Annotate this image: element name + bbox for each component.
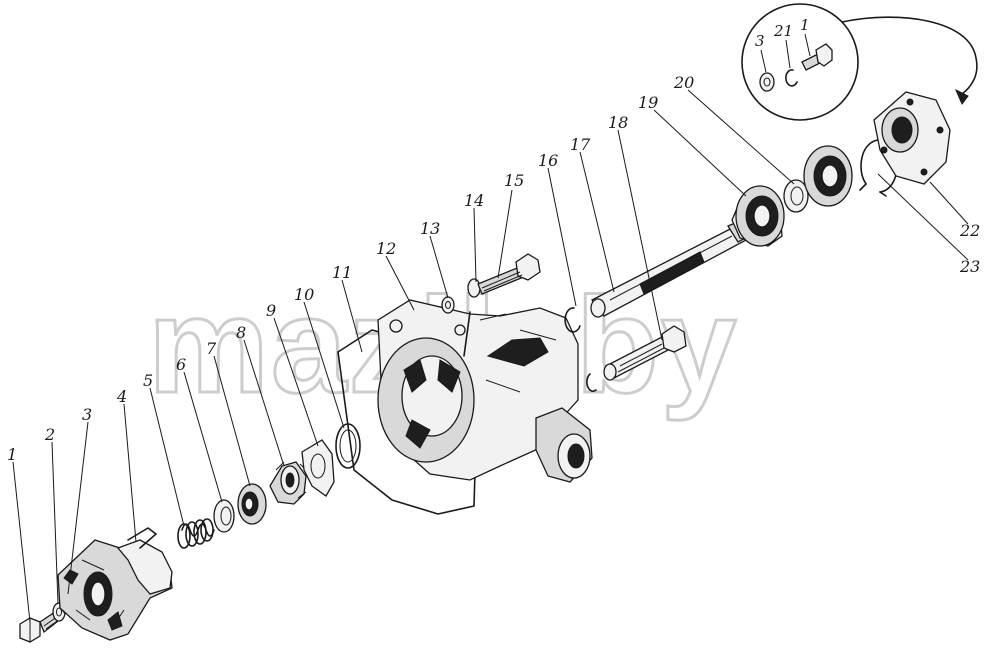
label-12: 12 xyxy=(376,239,396,258)
label-5: 5 xyxy=(143,371,153,390)
inset-detail xyxy=(741,3,978,121)
part-12-pump-housing xyxy=(377,299,593,483)
part-7-seal xyxy=(237,483,267,525)
part-20-spacer xyxy=(783,179,809,213)
inset-lockwasher-21 xyxy=(785,69,798,87)
part-labels: 1 2 3 4 5 6 7 8 9 10 11 12 13 14 15 16 1… xyxy=(7,16,980,464)
label-15: 15 xyxy=(504,171,524,190)
inset-washer-3 xyxy=(759,72,775,92)
label-17: 17 xyxy=(570,135,591,154)
inset-label-1: 1 xyxy=(800,16,810,34)
part-18-long-bolt xyxy=(603,325,687,381)
label-16: 16 xyxy=(538,151,558,170)
inset-label-3: 3 xyxy=(755,32,765,50)
label-7: 7 xyxy=(206,339,217,358)
part-15-bolt xyxy=(477,253,541,295)
part-22-flange-hub xyxy=(873,91,951,185)
label-22: 22 xyxy=(959,221,980,240)
leader-lines xyxy=(12,33,969,623)
label-3: 3 xyxy=(82,405,92,424)
label-1: 1 xyxy=(7,445,17,464)
part-13-washer xyxy=(441,296,455,314)
part-1-bolt xyxy=(19,609,63,643)
label-11: 11 xyxy=(332,263,352,282)
label-10: 10 xyxy=(294,285,314,304)
label-23: 23 xyxy=(959,257,980,276)
label-8: 8 xyxy=(236,323,246,342)
inset-bolt-1 xyxy=(801,43,833,71)
label-18: 18 xyxy=(608,113,628,132)
part-6-ring xyxy=(213,499,235,533)
label-19: 19 xyxy=(638,93,658,112)
label-2: 2 xyxy=(44,425,55,444)
inset-label-21: 21 xyxy=(773,22,793,40)
part-9-cover-plate xyxy=(301,439,335,497)
part-16-circlip xyxy=(564,307,597,392)
part-bearing-2 xyxy=(803,145,853,207)
label-20: 20 xyxy=(673,73,694,92)
part-4-hub xyxy=(57,527,173,641)
part-14-washer xyxy=(467,278,481,298)
label-13: 13 xyxy=(420,219,440,238)
part-19-bearing xyxy=(731,185,785,247)
label-9: 9 xyxy=(266,301,276,320)
label-4: 4 xyxy=(116,387,127,406)
label-14: 14 xyxy=(464,191,484,210)
part-8-impeller xyxy=(269,461,307,505)
label-6: 6 xyxy=(176,355,186,374)
